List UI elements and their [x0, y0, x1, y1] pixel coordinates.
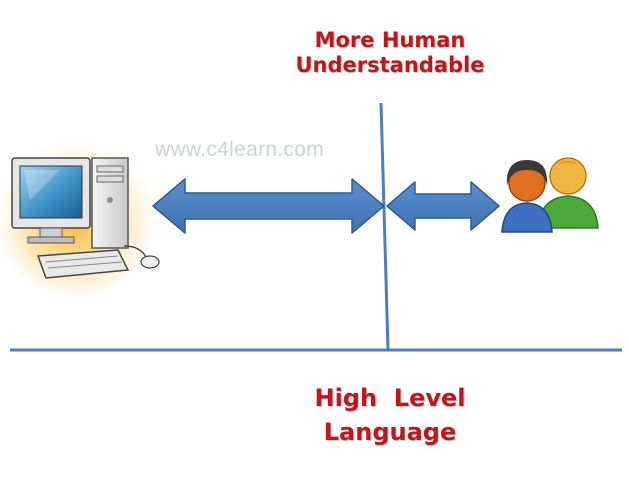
vertical-divider-line	[379, 102, 390, 351]
computer-icon	[0, 135, 160, 295]
left-double-arrow	[152, 178, 385, 234]
top-label: More Human Understandable	[280, 28, 500, 78]
top-label-line-2: Understandable	[295, 53, 485, 78]
bottom-label-line-2: Language	[323, 417, 457, 446]
right-double-arrow	[386, 181, 500, 231]
bottom-label-line-1: High Level	[314, 384, 466, 412]
watermark-text: www.c4learn.com	[155, 138, 325, 161]
people-icon	[501, 157, 599, 233]
bottom-label: High Level Language	[290, 382, 490, 449]
top-label-line-1: More Human	[314, 28, 466, 52]
